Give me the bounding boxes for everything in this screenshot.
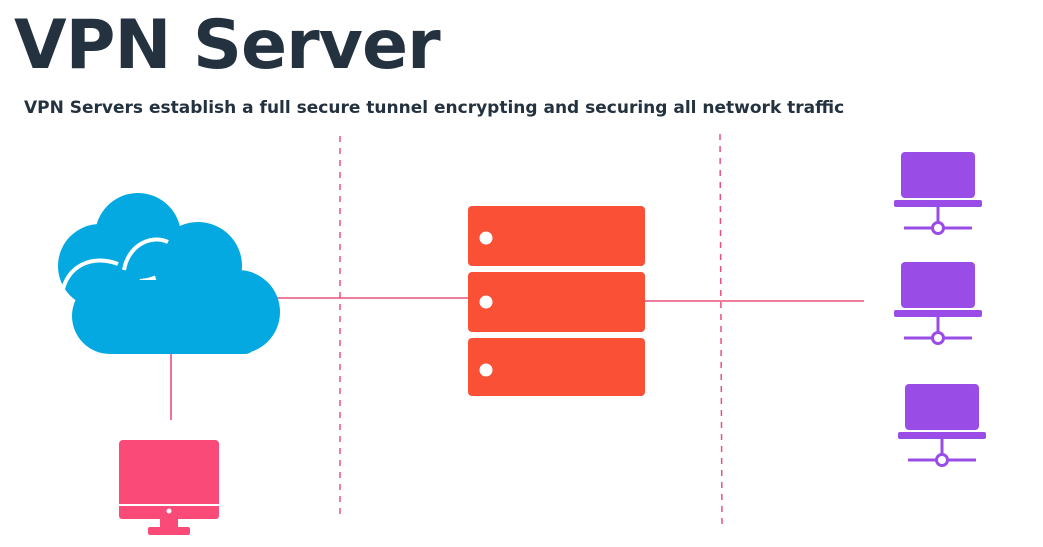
server-unit-middle	[468, 272, 645, 332]
laptop-network-icon	[894, 152, 982, 235]
server-unit-bottom	[468, 338, 645, 396]
divider-right	[719, 133, 723, 528]
cloud-icon-highlight	[60, 237, 169, 295]
laptop-network-icon	[894, 262, 982, 345]
laptop-network-icon	[898, 384, 986, 467]
server-rack-icon	[468, 206, 645, 396]
cloud-icon	[58, 193, 280, 354]
server-unit-top	[468, 206, 645, 266]
page-title: VPN Server	[14, 6, 441, 85]
page-subtitle: VPN Servers establish a full secure tunn…	[24, 98, 845, 118]
monitor-icon	[119, 440, 219, 535]
monitor-power-dot	[166, 508, 172, 514]
